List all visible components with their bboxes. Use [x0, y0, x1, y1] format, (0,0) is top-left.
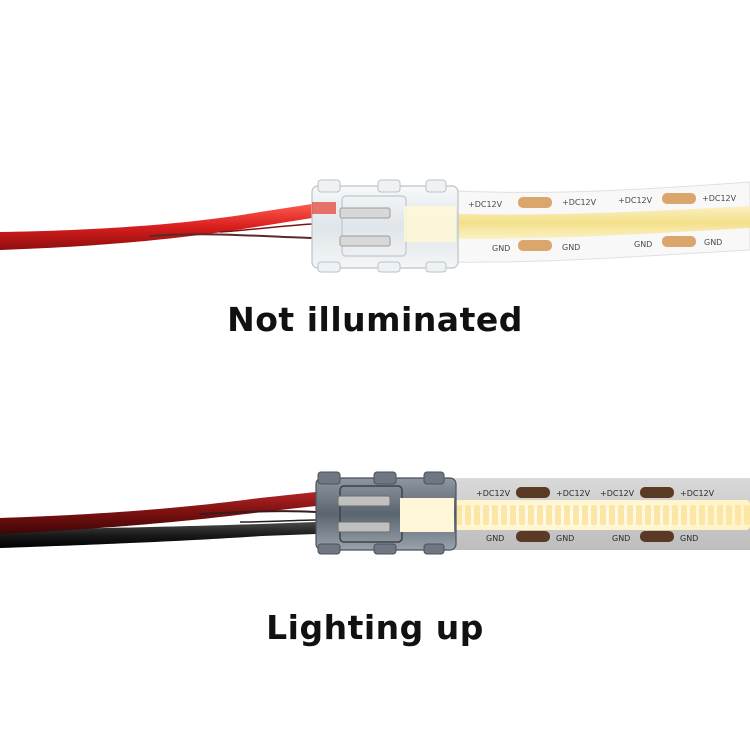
label-dc12v-bot-2: +DC12V [556, 489, 591, 498]
label-dc12v-bot-3: +DC12V [600, 489, 635, 498]
led-chip [600, 505, 606, 525]
label-gnd-top-4: GND [704, 238, 722, 247]
led-chip [663, 505, 669, 525]
led-chip [681, 505, 687, 525]
label-gnd-top-1: GND [492, 244, 510, 253]
led-chip [645, 505, 651, 525]
led-chip [474, 505, 480, 525]
led-chip [744, 505, 750, 525]
led-chip [654, 505, 660, 525]
led-chip [528, 505, 534, 525]
led-chip [699, 505, 705, 525]
copper-pads-top [518, 193, 696, 251]
red-wire-top [0, 204, 312, 250]
led-chip [537, 505, 543, 525]
led-chip [573, 505, 579, 525]
label-gnd-bot-3: GND [612, 534, 630, 543]
label-gnd-top-2: GND [562, 243, 580, 252]
caption-lighting-up: Lighting up [266, 608, 484, 647]
label-dc12v-bot-1: +DC12V [476, 489, 511, 498]
led-chip [501, 505, 507, 525]
led-chip [636, 505, 642, 525]
led-chip [735, 505, 741, 525]
led-chip [519, 505, 525, 525]
thin-dark-wire-top [149, 233, 313, 239]
dark-connector-bottom [315, 471, 457, 555]
led-chip [690, 505, 696, 525]
led-chip [627, 505, 633, 525]
label-dc12v-top-2: +DC12V [562, 198, 597, 207]
led-chip [564, 505, 570, 525]
label-dc12v-top-3: +DC12V [618, 196, 653, 205]
strip-not-illuminated: +DC12V +DC12V +DC12V +DC12V GND GND GND … [0, 179, 750, 273]
led-chip [591, 505, 597, 525]
label-gnd-bot-1: GND [486, 534, 504, 543]
cob-phosphor-stripe [410, 206, 750, 240]
led-chip [708, 505, 714, 525]
red-wire-bottom [0, 492, 316, 534]
label-gnd-bot-2: GND [556, 534, 574, 543]
caption-not-illuminated: Not illuminated [227, 300, 523, 339]
led-chip [609, 505, 615, 525]
label-gnd-bot-4: GND [680, 534, 698, 543]
led-chip [510, 505, 516, 525]
led-chip [582, 505, 588, 525]
clear-connector-top [311, 179, 459, 273]
strip-lighting-up: +DC12V +DC12V +DC12V +DC12V GND GND GND … [0, 471, 750, 555]
copper-pads-bottom [516, 487, 674, 542]
label-gnd-top-3: GND [634, 240, 652, 249]
led-chip [492, 505, 498, 525]
led-chip [465, 505, 471, 525]
label-dc12v-bot-4: +DC12V [680, 489, 715, 498]
led-chip [555, 505, 561, 525]
led-chip [672, 505, 678, 525]
label-dc12v-top-1: +DC12V [468, 200, 503, 209]
led-chip [618, 505, 624, 525]
led-chip [717, 505, 723, 525]
label-dc12v-top-4: +DC12V [702, 194, 737, 203]
black-wire-bottom [0, 522, 316, 548]
led-chip [726, 505, 732, 525]
led-chip [456, 505, 462, 525]
led-chip [546, 505, 552, 525]
led-chip [483, 505, 489, 525]
